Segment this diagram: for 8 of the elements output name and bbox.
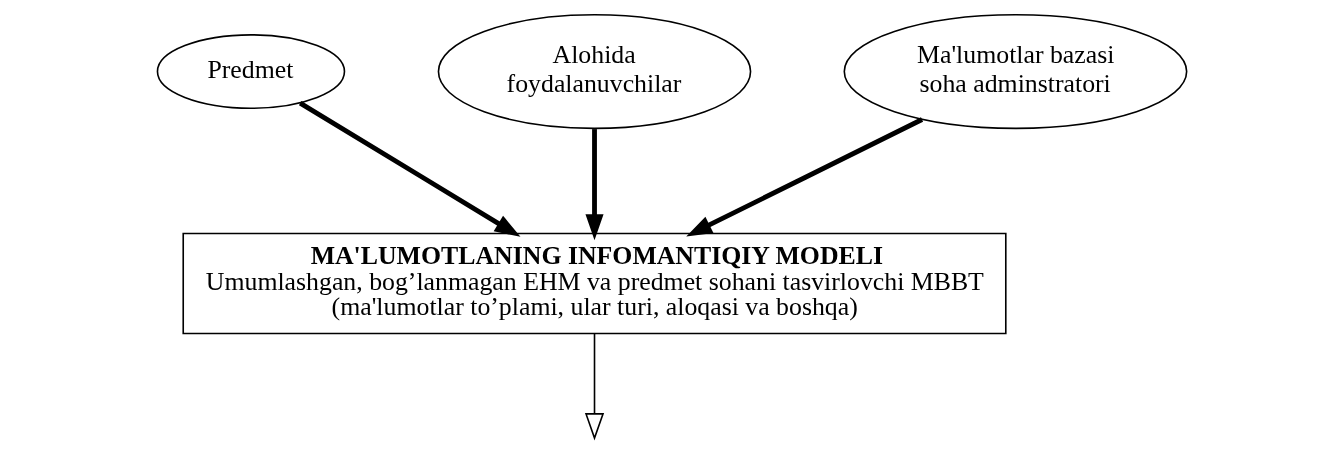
arrow [584,332,605,441]
node-ellipse: Predmet [156,34,346,110]
arrow [298,101,521,237]
node-ellipse: Alohida foydalanuvchilar [437,14,752,130]
arrow [686,117,924,237]
node-ellipse: Ma'lumotlar bazasi soha adminstratori [843,14,1188,130]
arrow [585,129,604,241]
node-box: MA'LUMOTLANING INFOMANTIQIY MODELI Umumlashgan, bog’lanmagan EHM va predmet sohani tasvirlovchi MBBT (ma'lumotlar to’plami, ular turi, aloqasi va boshqa) [182,232,1007,335]
